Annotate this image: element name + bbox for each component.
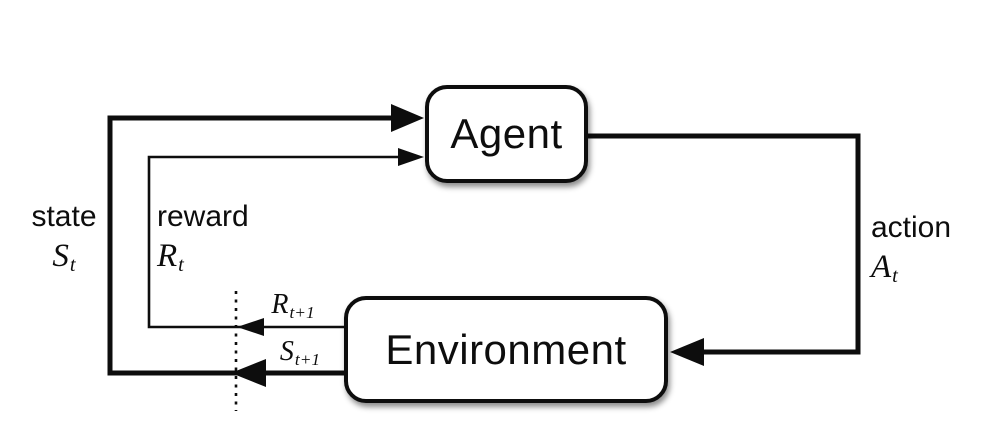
state-word: state <box>31 200 97 233</box>
agent-label: Agent <box>450 110 563 157</box>
next-state-arrowhead <box>231 359 266 387</box>
next-state-symbol-base: S <box>279 336 294 367</box>
next-state-symbol-subscript: t+1 <box>294 349 321 369</box>
agent-node: Agent <box>425 85 588 183</box>
action-word: action <box>871 211 952 244</box>
state-label-block: state St <box>18 200 110 277</box>
state-symbol-base: S <box>52 237 69 274</box>
next-reward-symbol: Rt+1 <box>255 289 331 322</box>
action-symbol-subscript: t <box>892 265 898 288</box>
action-label-block: action At <box>871 211 981 288</box>
action-into-environment-arrowhead <box>670 338 704 366</box>
action-wire <box>582 133 861 355</box>
reward-symbol-subscript: t <box>178 254 184 277</box>
next-reward-arrowhead <box>237 318 264 336</box>
next-reward-symbol-subscript: t+1 <box>289 302 315 322</box>
action-symbol-base: A <box>871 248 892 285</box>
environment-node: Environment <box>344 296 668 403</box>
action-symbol: At <box>871 248 898 288</box>
next-state-symbol: St+1 <box>262 336 338 369</box>
state-symbol-subscript: t <box>69 254 76 277</box>
reward-word: reward <box>157 200 249 233</box>
state-into-agent-arrowhead <box>391 104 424 132</box>
reward-into-agent-arrowhead <box>398 148 424 166</box>
state-symbol: St <box>52 237 76 277</box>
reward-symbol: Rt <box>157 237 184 277</box>
reward-symbol-base: R <box>157 237 178 274</box>
reward-label-block: reward Rt <box>157 200 277 277</box>
environment-label: Environment <box>385 325 627 373</box>
next-reward-symbol-base: R <box>271 289 289 320</box>
